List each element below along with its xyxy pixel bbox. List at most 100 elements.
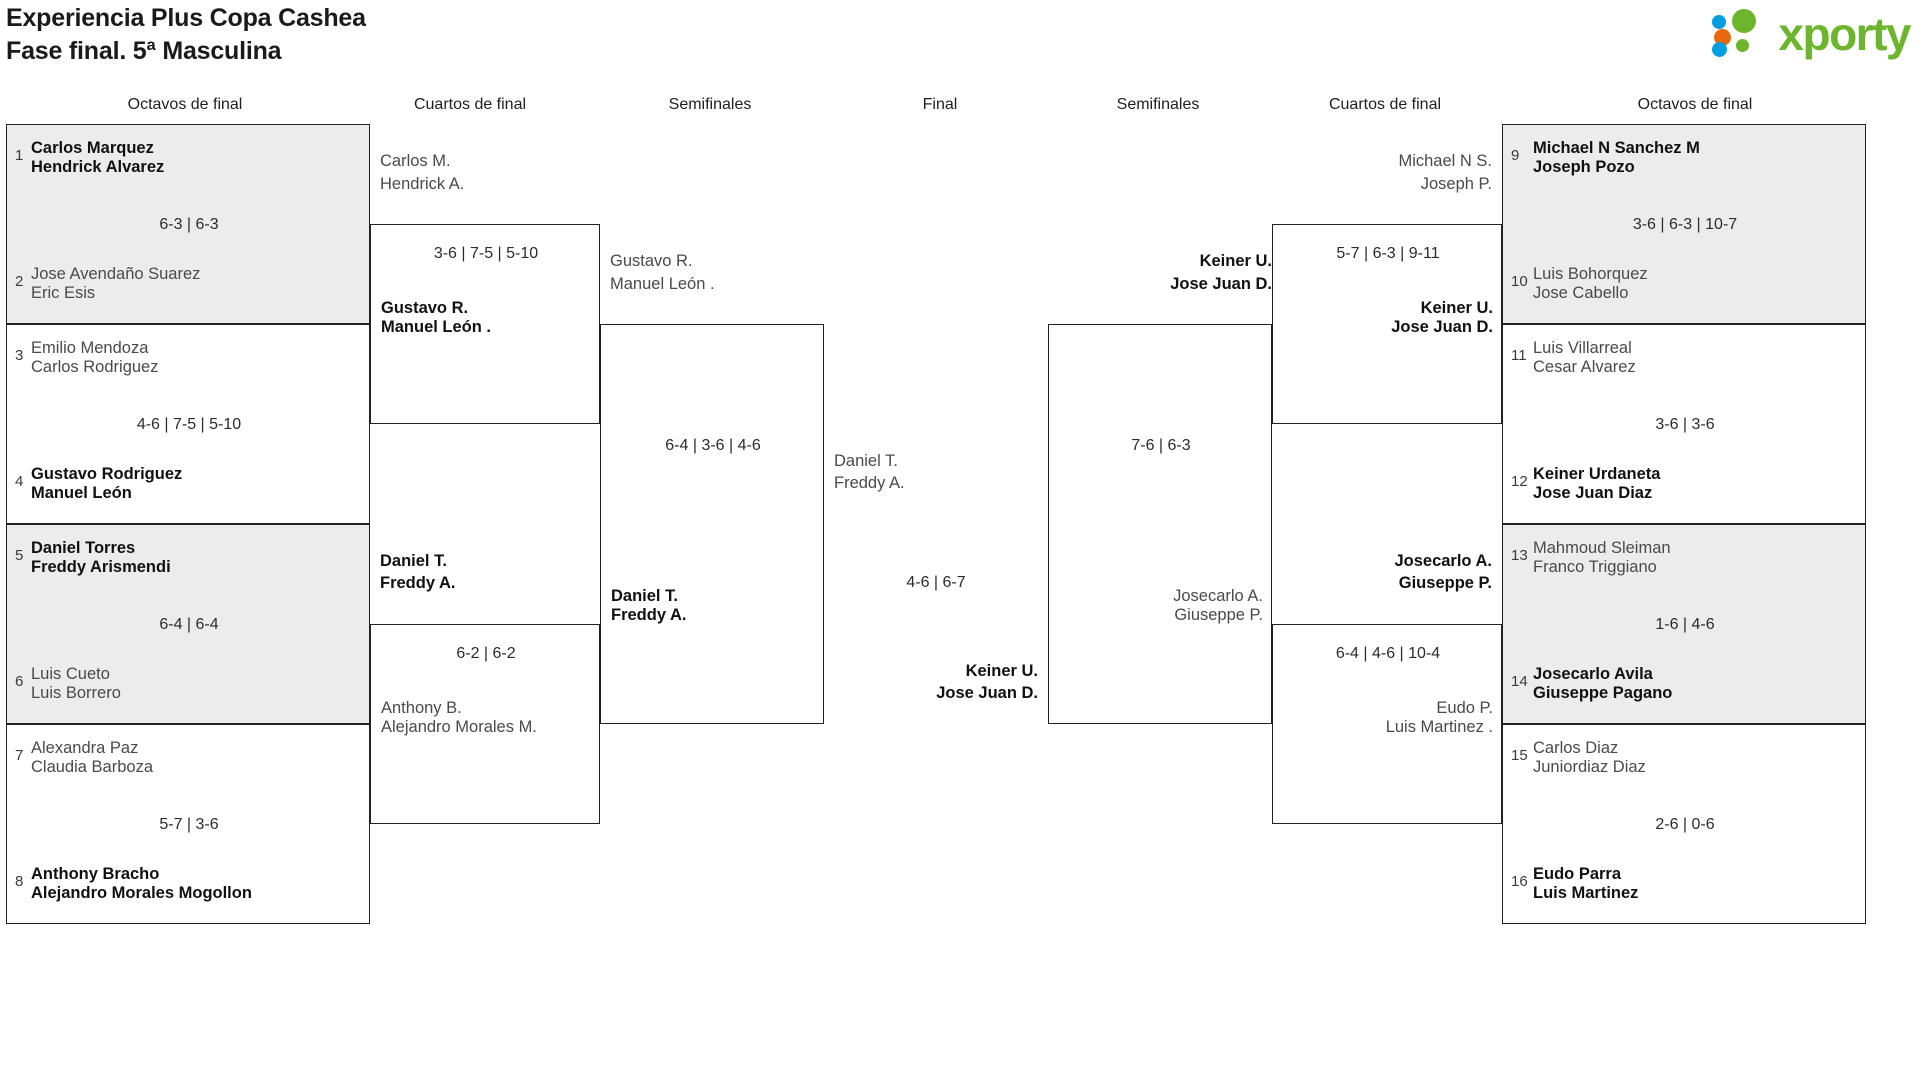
team-player2: Freddy Arismendi: [31, 558, 171, 576]
seed-number: 15: [1511, 747, 1528, 764]
match-score: 6-3 | 6-3: [159, 216, 219, 233]
match-score: 6-4 | 6-4: [159, 616, 219, 633]
round-header-cuartos-left: Cuartos de final: [413, 96, 527, 113]
match-cell-9[interactable]: 9 Michael N Sanchez M Joseph Pozo 3-6 | …: [1502, 124, 1866, 324]
match-cell-3[interactable]: 5 Daniel Torres Freddy Arismendi 6-4 | 6…: [6, 524, 370, 724]
semi-left-top-player2: Manuel León .: [610, 275, 715, 293]
match-cell-4[interactable]: 7 Alexandra Paz Claudia Barboza 5-7 | 3-…: [6, 724, 370, 924]
seed-number: 1: [15, 147, 24, 164]
final-top-player1: Daniel T.: [834, 452, 898, 470]
team-player2: Luis Borrero: [31, 684, 121, 702]
team-player1: Gustavo R.: [381, 299, 469, 317]
match-score: 1-6 | 4-6: [1655, 616, 1715, 633]
team-player2: Juniordiaz Diaz: [1533, 758, 1646, 776]
team-player2: Luis Martinez: [1533, 884, 1639, 902]
match-cell-semifinal-left[interactable]: 6-4 | 3-6 | 4-6 Daniel T. Freddy A.: [600, 324, 824, 724]
round-header-final: Final: [922, 96, 958, 113]
round-header-semifinales-right: Semifinales: [1116, 96, 1200, 113]
xporty-logo[interactable]: xporty: [1712, 6, 1911, 62]
logo-wordmark: xporty: [1778, 8, 1911, 60]
team-player1: Mahmoud Sleiman: [1533, 539, 1671, 557]
match-cell-2[interactable]: 3 Emilio Mendoza Carlos Rodriguez 4-6 | …: [6, 324, 370, 524]
team-player1: Keiner Urdaneta: [1533, 465, 1661, 483]
cuartos-left-2-top-player2: Freddy A.: [380, 574, 456, 592]
match-cell-cuartos-right-2[interactable]: 6-4 | 4-6 | 10-4 Eudo P. Luis Martinez .: [1272, 624, 1502, 824]
team-player1: Eudo Parra: [1533, 865, 1622, 883]
seed-number: 13: [1511, 547, 1528, 564]
team-player2: Cesar Alvarez: [1533, 358, 1636, 376]
team-player2: Manuel León: [31, 484, 132, 502]
cuartos-left-1-top-player2: Hendrick A.: [380, 175, 465, 193]
team-player2: Claudia Barboza: [31, 758, 153, 776]
team-player2: Hendrick Alvarez: [31, 158, 165, 176]
team-player2: Manuel León .: [381, 318, 492, 336]
team-player2: Carlos Rodriguez: [31, 358, 159, 376]
match-cell-cuartos-left-1[interactable]: 3-6 | 7-5 | 5-10 Gustavo R. Manuel León …: [370, 224, 600, 424]
team-player2: Giuseppe P.: [1174, 606, 1263, 624]
team-player1: Carlos Diaz: [1533, 739, 1619, 757]
team-player2: Joseph Pozo: [1533, 158, 1635, 176]
match-score: 6-4 | 3-6 | 4-6: [665, 437, 761, 454]
seed-number: 8: [15, 873, 24, 890]
semi-left-top-player1: Gustavo R.: [610, 252, 693, 270]
team-player2: Jose Juan D.: [1391, 318, 1493, 336]
team-player1: Luis Cueto: [31, 665, 110, 683]
final-bot-player1: Keiner U.: [965, 662, 1038, 680]
team-player2: Jose Cabello: [1533, 284, 1629, 302]
round-header-cuartos-right: Cuartos de final: [1328, 96, 1442, 113]
team-player2: Luis Martinez .: [1385, 718, 1493, 736]
final-bot-player2: Jose Juan D.: [936, 684, 1038, 702]
team-player1: Josecarlo Avila: [1533, 665, 1653, 683]
team-player1: Gustavo Rodriguez: [31, 465, 183, 483]
seed-number: 4: [15, 473, 24, 490]
logo-dots-icon: [1712, 9, 1774, 59]
match-cell-15[interactable]: 15 Carlos Diaz Juniordiaz Diaz 2-6 | 0-6…: [1502, 724, 1866, 924]
match-score: 2-6 | 0-6: [1655, 816, 1715, 833]
round-header-octavos-right: Octavos de final: [1637, 96, 1753, 113]
match-cell-13[interactable]: 13 Mahmoud Sleiman Franco Triggiano 1-6 …: [1502, 524, 1866, 724]
team-player2: Franco Triggiano: [1533, 558, 1657, 576]
team-player1: Jose Avendaño Suarez: [31, 265, 201, 283]
team-player1: Anthony Bracho: [31, 865, 160, 883]
match-score: 3-6 | 7-5 | 5-10: [433, 245, 539, 262]
cuartos-left-2-top-player1: Daniel T.: [380, 552, 447, 570]
page-title: Experiencia Plus Copa Cashea Fase final.…: [6, 2, 366, 68]
team-player1: Michael N Sanchez M: [1533, 139, 1700, 157]
match-score: 6-2 | 6-2: [456, 645, 516, 662]
team-player2: Eric Esis: [31, 284, 96, 302]
cuartos-left-1-top-player1: Carlos M.: [380, 152, 451, 170]
seed-number: 6: [15, 673, 24, 690]
team-player2: Giuseppe Pagano: [1533, 684, 1673, 702]
cuartos-right-2-top-player1: Josecarlo A.: [1394, 552, 1492, 570]
match-score: 4-6 | 7-5 | 5-10: [136, 416, 242, 433]
tournament-phase: Fase final. 5ª Masculina: [6, 37, 282, 65]
team-player1: Josecarlo A.: [1173, 587, 1263, 605]
cuartos-right-2-top-player2: Giuseppe P.: [1398, 574, 1492, 592]
match-score: 7-6 | 6-3: [1131, 437, 1191, 454]
seed-number: 3: [15, 347, 24, 364]
semi-right-top-player1: Keiner U.: [1199, 252, 1272, 270]
match-score: 3-6 | 3-6: [1655, 416, 1715, 433]
match-cell-semifinal-right[interactable]: 7-6 | 6-3 Josecarlo A. Giuseppe P.: [1048, 324, 1272, 724]
seed-number: 14: [1511, 673, 1528, 690]
round-header-semifinales-left: Semifinales: [668, 96, 752, 113]
match-cell-cuartos-left-2[interactable]: 6-2 | 6-2 Anthony B. Alejandro Morales M…: [370, 624, 600, 824]
match-score: 3-6 | 6-3 | 10-7: [1632, 216, 1738, 233]
match-cell-cuartos-right-1[interactable]: 5-7 | 6-3 | 9-11 Keiner U. Jose Juan D.: [1272, 224, 1502, 424]
team-player2: Alejandro Morales M.: [381, 718, 537, 736]
team-player2: Jose Juan Diaz: [1533, 484, 1653, 502]
team-player1: Emilio Mendoza: [31, 339, 149, 357]
cuartos-right-1-top-player1: Michael N S.: [1398, 152, 1492, 170]
match-cell-1[interactable]: 1 Carlos Marquez Hendrick Alvarez 6-3 | …: [6, 124, 370, 324]
team-player1: Luis Villarreal: [1533, 339, 1632, 357]
seed-number: 2: [15, 273, 24, 290]
match-score: 5-7 | 3-6: [159, 816, 219, 833]
match-cell-11[interactable]: 11 Luis Villarreal Cesar Alvarez 3-6 | 3…: [1502, 324, 1866, 524]
seed-number: 7: [15, 747, 24, 764]
seed-number: 10: [1511, 273, 1528, 290]
seed-number: 9: [1511, 147, 1520, 164]
match-score: 6-4 | 4-6 | 10-4: [1335, 645, 1441, 662]
final-top-player2: Freddy A.: [834, 474, 905, 492]
seed-number: 12: [1511, 473, 1528, 490]
team-player1: Daniel Torres: [31, 539, 136, 557]
